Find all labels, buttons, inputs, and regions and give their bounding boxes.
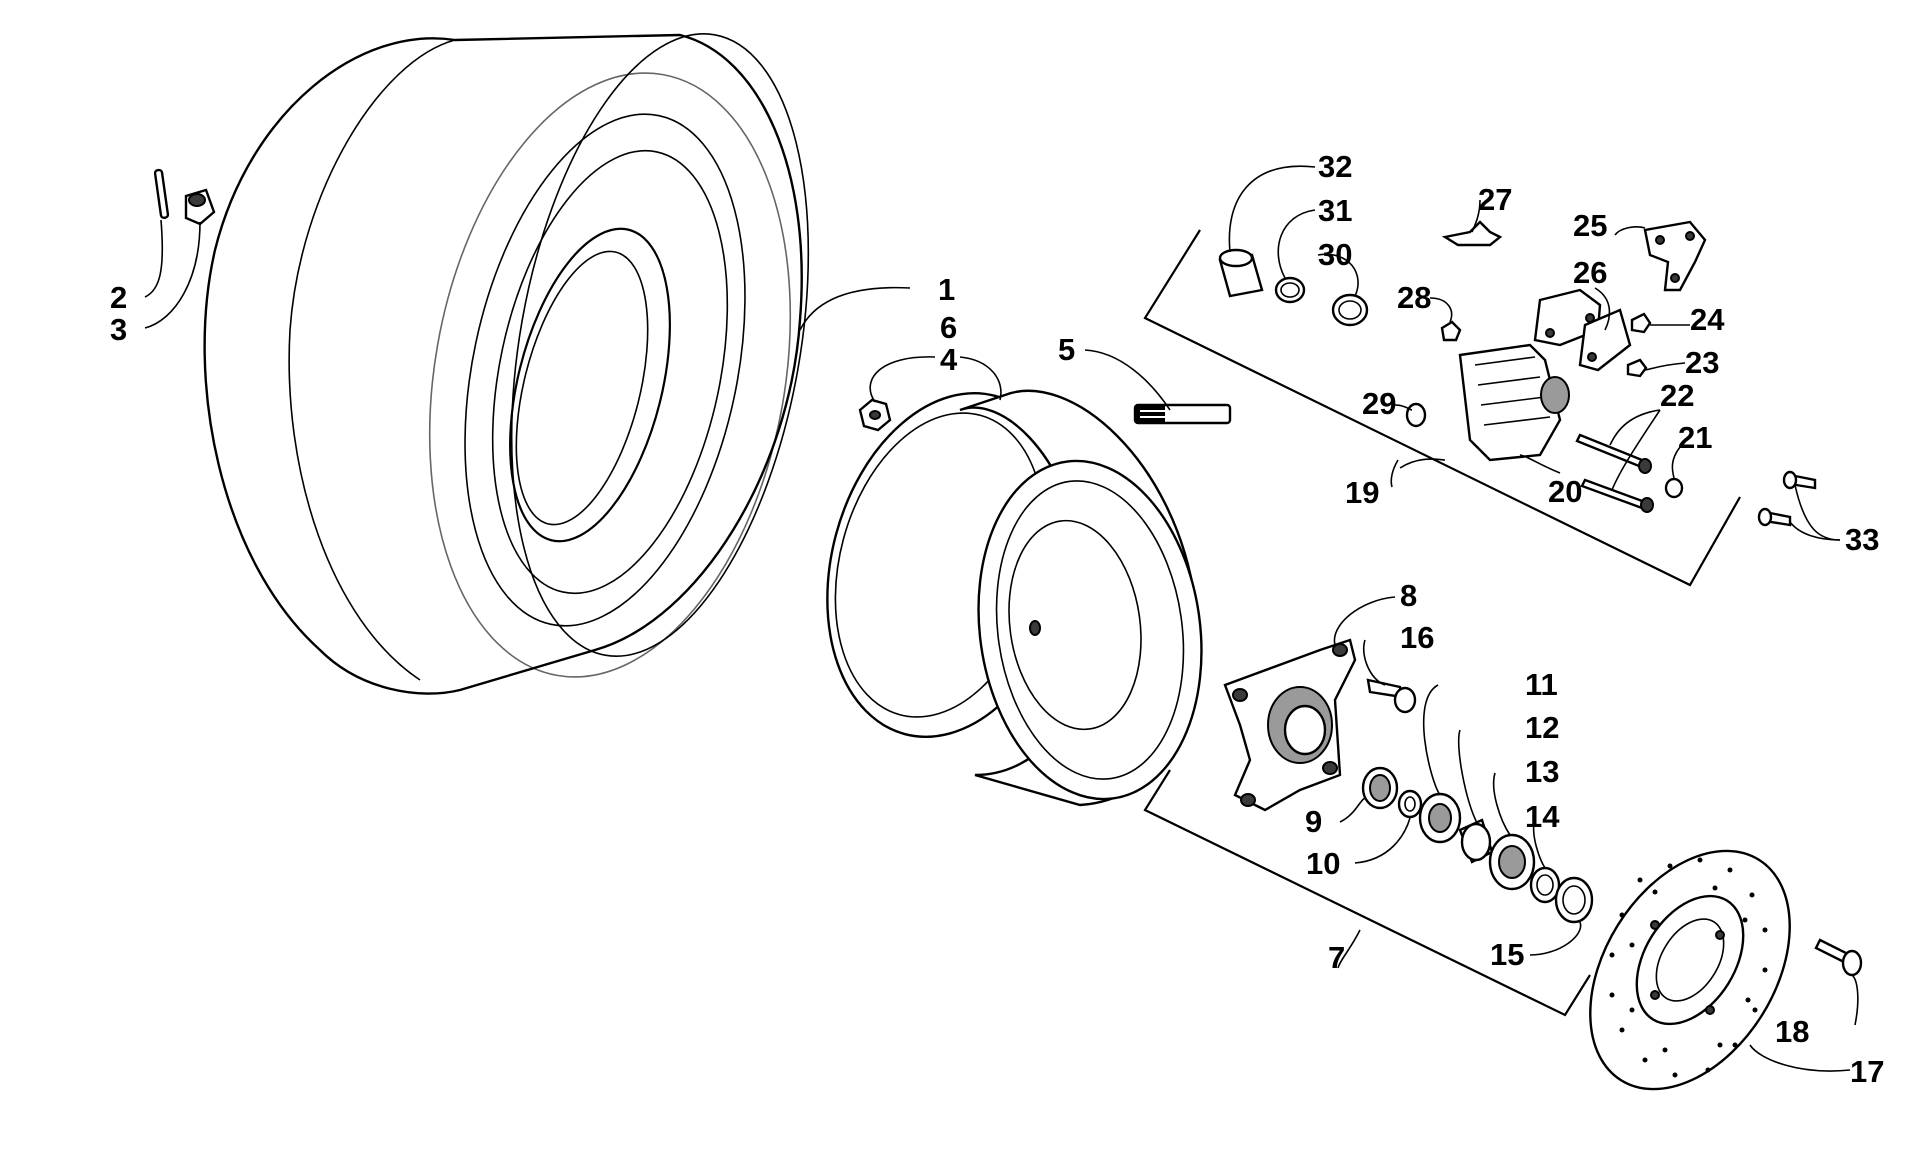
callout-29: 29 [1362,386,1396,421]
caliper-piston [1218,248,1264,298]
caliper-bracket [1643,220,1707,292]
callout-24: 24 [1690,302,1725,337]
pad-pin-bolts [1575,433,1654,513]
spacer-10 [1397,789,1423,819]
hub-bolt [1366,678,1417,714]
disc-vent-holes [1609,857,1768,1078]
callout-labels: 1 2 3 4 5 6 7 8 9 10 11 12 13 14 15 16 1… [110,149,1884,1089]
callout-8: 8 [1400,578,1417,613]
callout-28: 28 [1397,280,1431,315]
callout-22: 22 [1660,378,1694,413]
wheel-rim [826,389,1203,807]
callout-5: 5 [1058,332,1075,367]
bleeder-cap [1405,402,1427,428]
callout-16: 16 [1400,620,1434,655]
pin-plug [1664,477,1684,499]
callout-19: 19 [1345,475,1379,510]
callout-17: 17 [1850,1054,1884,1089]
callout-13: 13 [1525,754,1559,789]
callout-31: 31 [1318,193,1352,228]
callout-25: 25 [1573,208,1607,243]
pad-spring-clip [1441,220,1503,247]
callout-1: 1 [938,272,955,307]
callout-15: 15 [1490,937,1524,972]
valve-stem [153,168,170,219]
group-bracket-7 [1143,769,1591,1017]
spacer-12 [1458,818,1494,864]
disc-bolt [1814,938,1863,977]
brake-disc [1589,849,1791,1091]
callout-23: 23 [1685,345,1719,380]
callout-14: 14 [1525,799,1560,834]
callout-32: 32 [1318,149,1352,184]
wheel-stud [1133,403,1232,425]
piston-seal-30 [1331,293,1369,327]
callout-10: 10 [1306,846,1340,881]
wheel-nut [858,398,892,432]
seal-14 [1529,866,1561,904]
piston-seal-31 [1274,276,1306,304]
callout-11: 11 [1525,667,1558,702]
callout-4: 4 [940,342,958,377]
callout-27: 27 [1478,182,1512,217]
callout-3: 3 [110,312,127,347]
callout-26: 26 [1573,255,1607,290]
bracket-bolt-23 [1626,358,1648,378]
leader-lines [144,165,1859,1072]
callout-20: 20 [1548,474,1582,509]
callout-12: 12 [1525,710,1559,745]
seal-9 [1361,766,1399,810]
bearing-13 [1488,833,1536,891]
callout-18: 18 [1775,1014,1809,1049]
callout-7: 7 [1328,940,1345,975]
callout-9: 9 [1305,804,1322,839]
caliper-body [1458,343,1570,462]
wheel-hub [1223,638,1357,812]
seal-15 [1554,876,1594,924]
valve-cap [184,188,216,226]
callout-6: 6 [940,310,957,345]
group-bracket-19 [1143,229,1741,587]
bleeder-screw [1440,320,1462,342]
callout-33: 33 [1845,522,1879,557]
callout-21: 21 [1678,420,1712,455]
bracket-bolt-24 [1630,312,1652,334]
tire [203,33,810,695]
bearing-11 [1418,792,1462,844]
brake-pad-inner [1578,308,1632,372]
callout-30: 30 [1318,237,1352,272]
callout-2: 2 [110,280,127,315]
caliper-mount-bolts [1757,470,1817,527]
